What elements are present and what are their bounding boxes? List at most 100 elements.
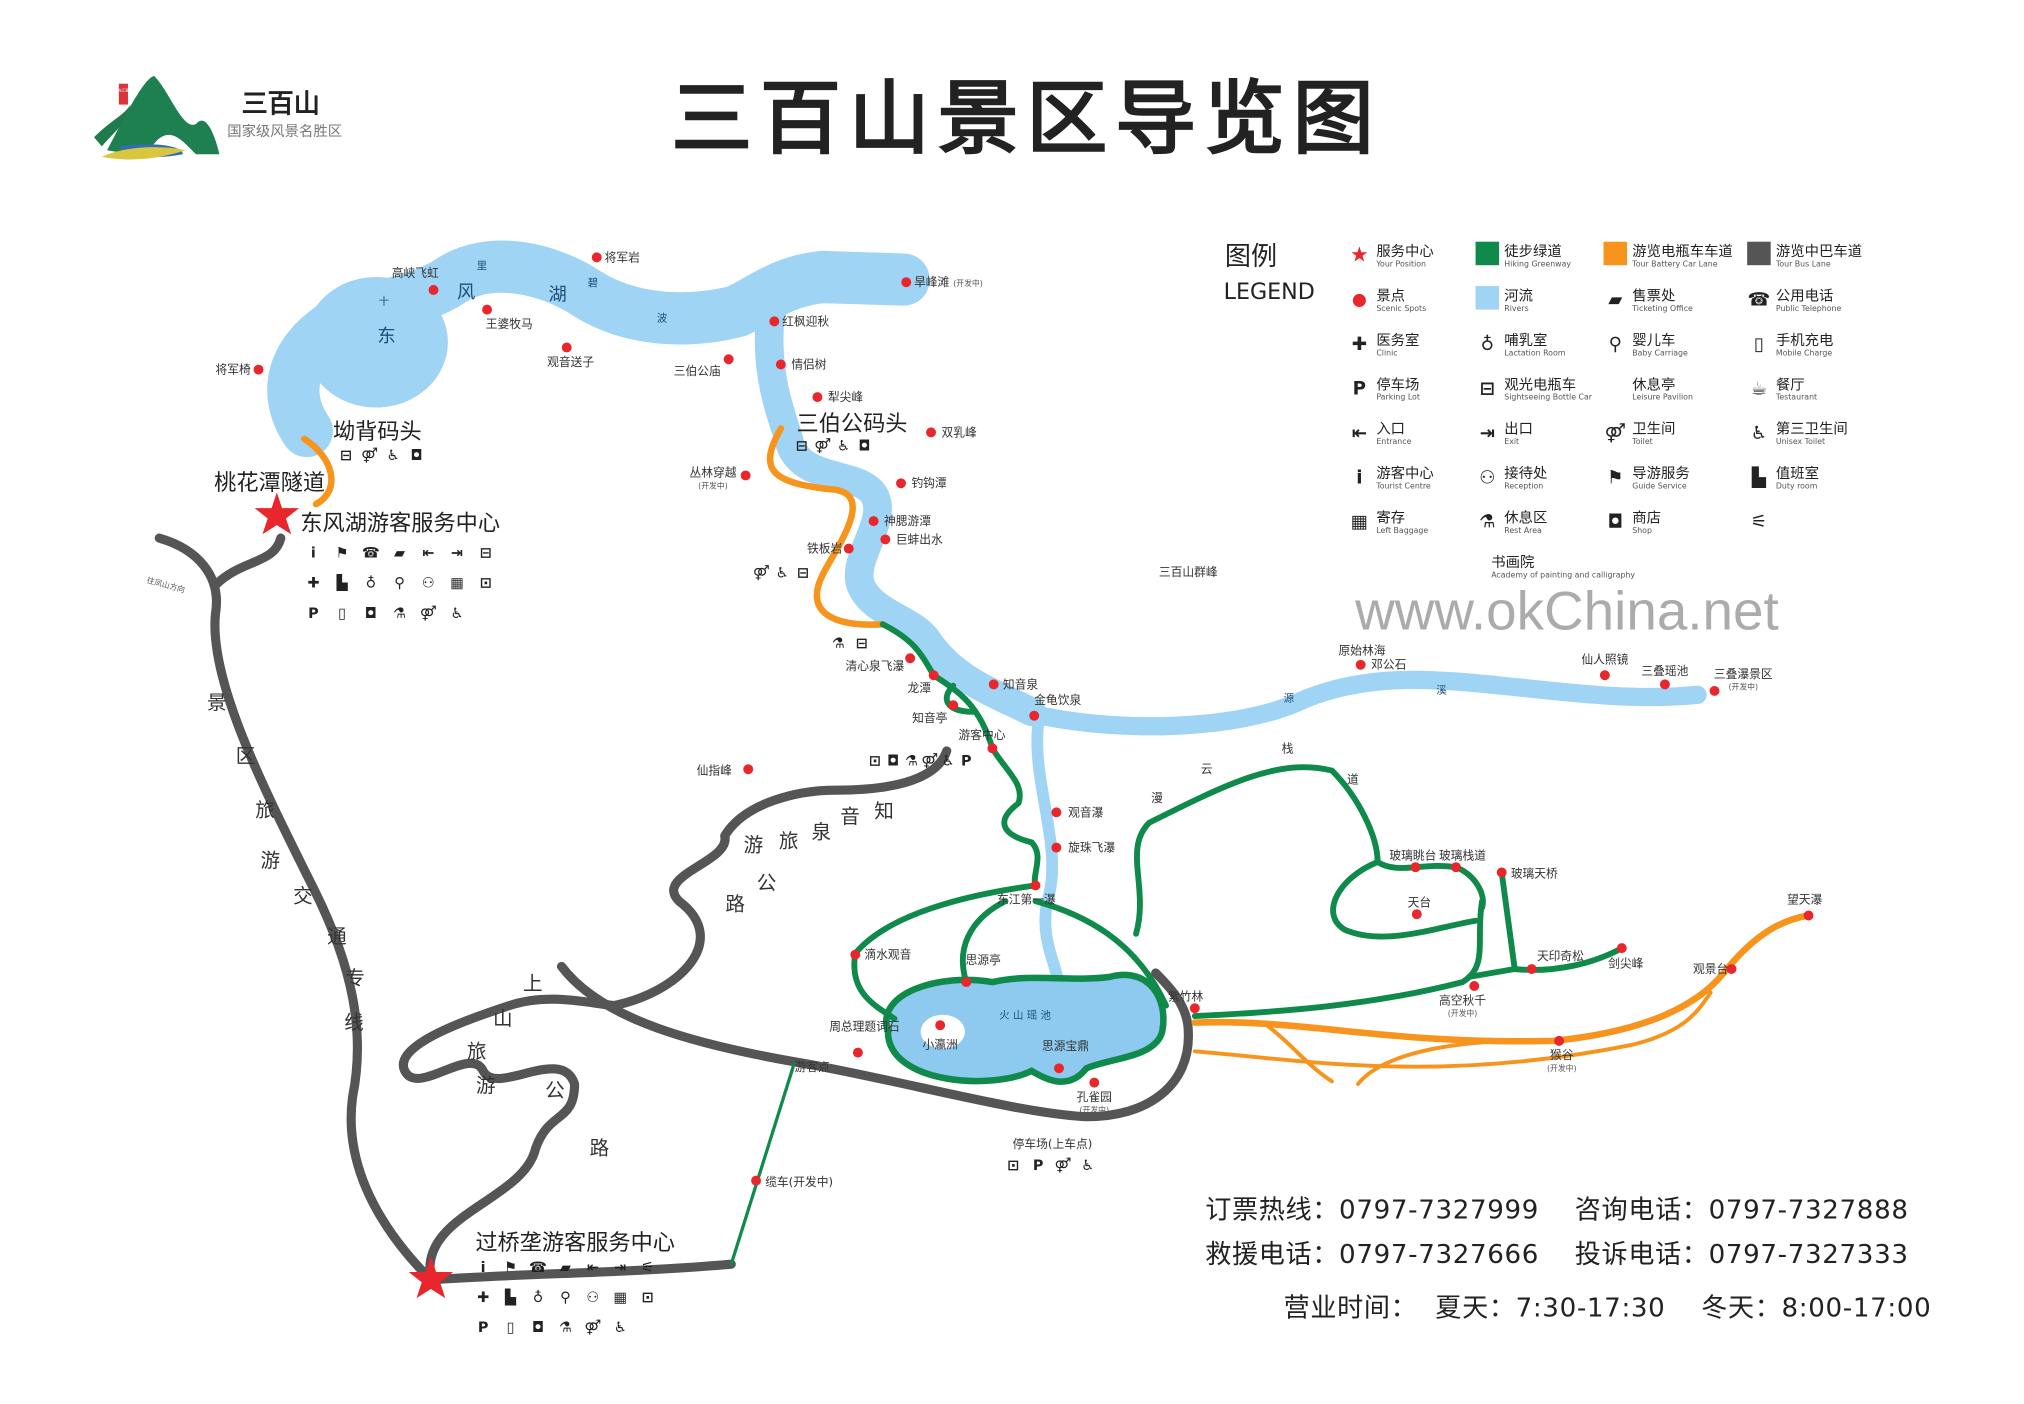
scenic-spot-marker[interactable] <box>935 1020 946 1031</box>
water-label: 碧 <box>588 277 598 289</box>
scenic-spot-marker[interactable] <box>1051 842 1062 853</box>
scenic-spot-marker[interactable] <box>482 304 493 315</box>
scenic-spot-marker[interactable] <box>1054 1063 1064 1074</box>
scenic-spot-marker[interactable] <box>1411 909 1422 920</box>
scenic-spot-marker[interactable] <box>723 354 734 365</box>
parking-icon: P <box>961 753 972 769</box>
toilet-icon: ⚤ <box>361 447 378 464</box>
scenic-spot-label: 观景台 <box>1693 962 1728 976</box>
spot-status-note: (开发中) <box>953 278 983 288</box>
guide-icon: ⚑ <box>504 1260 517 1276</box>
entrance-icon: ⇤ <box>422 546 434 562</box>
scenic-spot-marker[interactable] <box>775 359 786 370</box>
scenic-spot-marker[interactable] <box>751 1175 762 1186</box>
scenic-spot-label: 旋珠飞瀑 <box>1068 841 1115 855</box>
legend-label: 游览电瓶车车道 <box>1632 243 1733 260</box>
scenic-spot-label: 双乳峰 <box>941 425 976 439</box>
scenic-spot-marker[interactable] <box>1526 964 1537 974</box>
logo-subtitle: 国家级风景名胜区 <box>227 123 342 140</box>
scenic-spot-marker[interactable] <box>948 700 959 711</box>
scenic-spot-marker[interactable] <box>905 653 916 664</box>
road-label-zhiyin-road: 音 <box>840 805 860 828</box>
legend-label: 值班室 <box>1776 465 1819 482</box>
cart-icon: ⊟ <box>480 546 492 562</box>
legend-sublabel: Your Position <box>1375 260 1426 269</box>
scenic-spot-marker[interactable] <box>253 364 264 375</box>
entrance-icon: ⇤ <box>1352 423 1367 444</box>
scenic-spot-marker[interactable] <box>843 543 854 554</box>
water-label: 风 <box>457 282 475 303</box>
scenic-spot-marker[interactable] <box>591 252 602 263</box>
road-direction-label: 往凤山方向 <box>146 575 187 595</box>
scenic-spot-marker[interactable] <box>1030 880 1041 891</box>
scenic-spot-label: 仙指峰 <box>697 763 733 777</box>
legend-sublabel: Lactation Room <box>1504 348 1565 357</box>
scenic-spot-marker[interactable] <box>1189 1003 1200 1014</box>
stroller-icon: ⚲ <box>394 576 405 592</box>
scenic-spot-marker[interactable] <box>926 427 937 438</box>
scenic-spot-marker[interactable] <box>743 764 754 775</box>
legend-sublabel: Tour Battery Car Lane <box>1631 260 1717 269</box>
scenic-spot-marker[interactable] <box>1355 659 1366 670</box>
scenic-spot-label: 清心泉飞瀑 <box>846 659 905 673</box>
info-icon: i <box>1356 467 1362 488</box>
ticket-icon: ▰ <box>1608 290 1622 311</box>
legend-label: 徒步绿道 <box>1504 243 1561 260</box>
scenic-spot-marker[interactable] <box>740 470 751 481</box>
scenic-spot-marker[interactable] <box>1469 981 1480 991</box>
scenic-spot-marker[interactable] <box>852 1047 863 1058</box>
scenic-spot-marker[interactable] <box>850 949 861 960</box>
scenic-spot-marker[interactable] <box>561 342 572 353</box>
scenic-spot-marker[interactable] <box>928 670 939 681</box>
scenic-spot-marker[interactable] <box>868 516 879 527</box>
scenic-spot-marker[interactable] <box>901 277 912 288</box>
scenic-spot-marker[interactable] <box>1051 807 1062 818</box>
legend-sublabel: Tour Bus Lane <box>1775 260 1831 269</box>
scenic-spot-marker[interactable] <box>1496 867 1507 878</box>
scenic-spot-marker[interactable] <box>988 679 999 690</box>
scenic-spot-marker[interactable] <box>1803 910 1814 921</box>
scenic-spot-marker[interactable] <box>1726 964 1737 974</box>
unisex-toilet-icon: ♿ <box>614 1320 627 1336</box>
scenic-spot-label: 旱峰滩 <box>914 275 950 289</box>
scenic-spots: 高峡飞虹将军岩王婆牧马观音送子将军椅旱峰滩(开发中)红枫迎秋三伯公庙情侣树犁尖峰… <box>215 250 1822 1189</box>
scenic-spot-marker[interactable] <box>961 977 972 988</box>
scenic-spot-marker[interactable] <box>428 285 439 295</box>
road-label-plank-road: 漫 <box>1151 791 1163 805</box>
scenic-spot-marker[interactable] <box>1029 710 1040 721</box>
scenic-spot-marker[interactable] <box>769 316 780 327</box>
reception-icon: ⚇ <box>422 576 435 592</box>
scenic-spot-marker[interactable] <box>1451 862 1461 873</box>
scenic-spot-marker[interactable] <box>987 743 998 754</box>
scenic-spot-marker[interactable] <box>1410 862 1421 873</box>
scenic-spot-marker[interactable] <box>1599 670 1610 681</box>
scenic-spot-marker[interactable] <box>1616 943 1627 954</box>
scenic-spot-marker[interactable] <box>812 392 823 403</box>
spot-status-note: (开发中) <box>1448 1008 1478 1018</box>
scenic-spot-label: 钓钩潭 <box>911 476 947 490</box>
legend-sublabel: Left Baggage <box>1376 526 1428 535</box>
logo-seal: 东江源 <box>119 88 129 93</box>
cart-icon: ⊟ <box>1480 378 1495 399</box>
place-sanbogong-pier: 三伯公码头 <box>797 411 908 437</box>
scenic-spot-marker[interactable] <box>1709 685 1720 696</box>
scenic-spot-marker[interactable] <box>896 478 906 489</box>
road-label-zhiyin-road: 公 <box>757 871 777 894</box>
legend-title-en: LEGEND <box>1224 279 1315 305</box>
road-label-bus-line: 通 <box>327 925 347 948</box>
scenic-spot-marker[interactable] <box>1554 1035 1565 1046</box>
scenic-spot-marker[interactable] <box>1659 679 1670 690</box>
scenic-spot-marker[interactable] <box>1089 1077 1100 1088</box>
legend-label: 停车场 <box>1376 376 1419 393</box>
unisex-toilet-icon: ♿ <box>776 565 789 581</box>
scenic-spot-label: 望天瀑 <box>1787 893 1823 907</box>
scenic-spot-label: 犁尖峰 <box>828 390 863 404</box>
scenic-spot-marker[interactable] <box>880 534 891 545</box>
legend-label: 哺乳室 <box>1504 332 1547 349</box>
